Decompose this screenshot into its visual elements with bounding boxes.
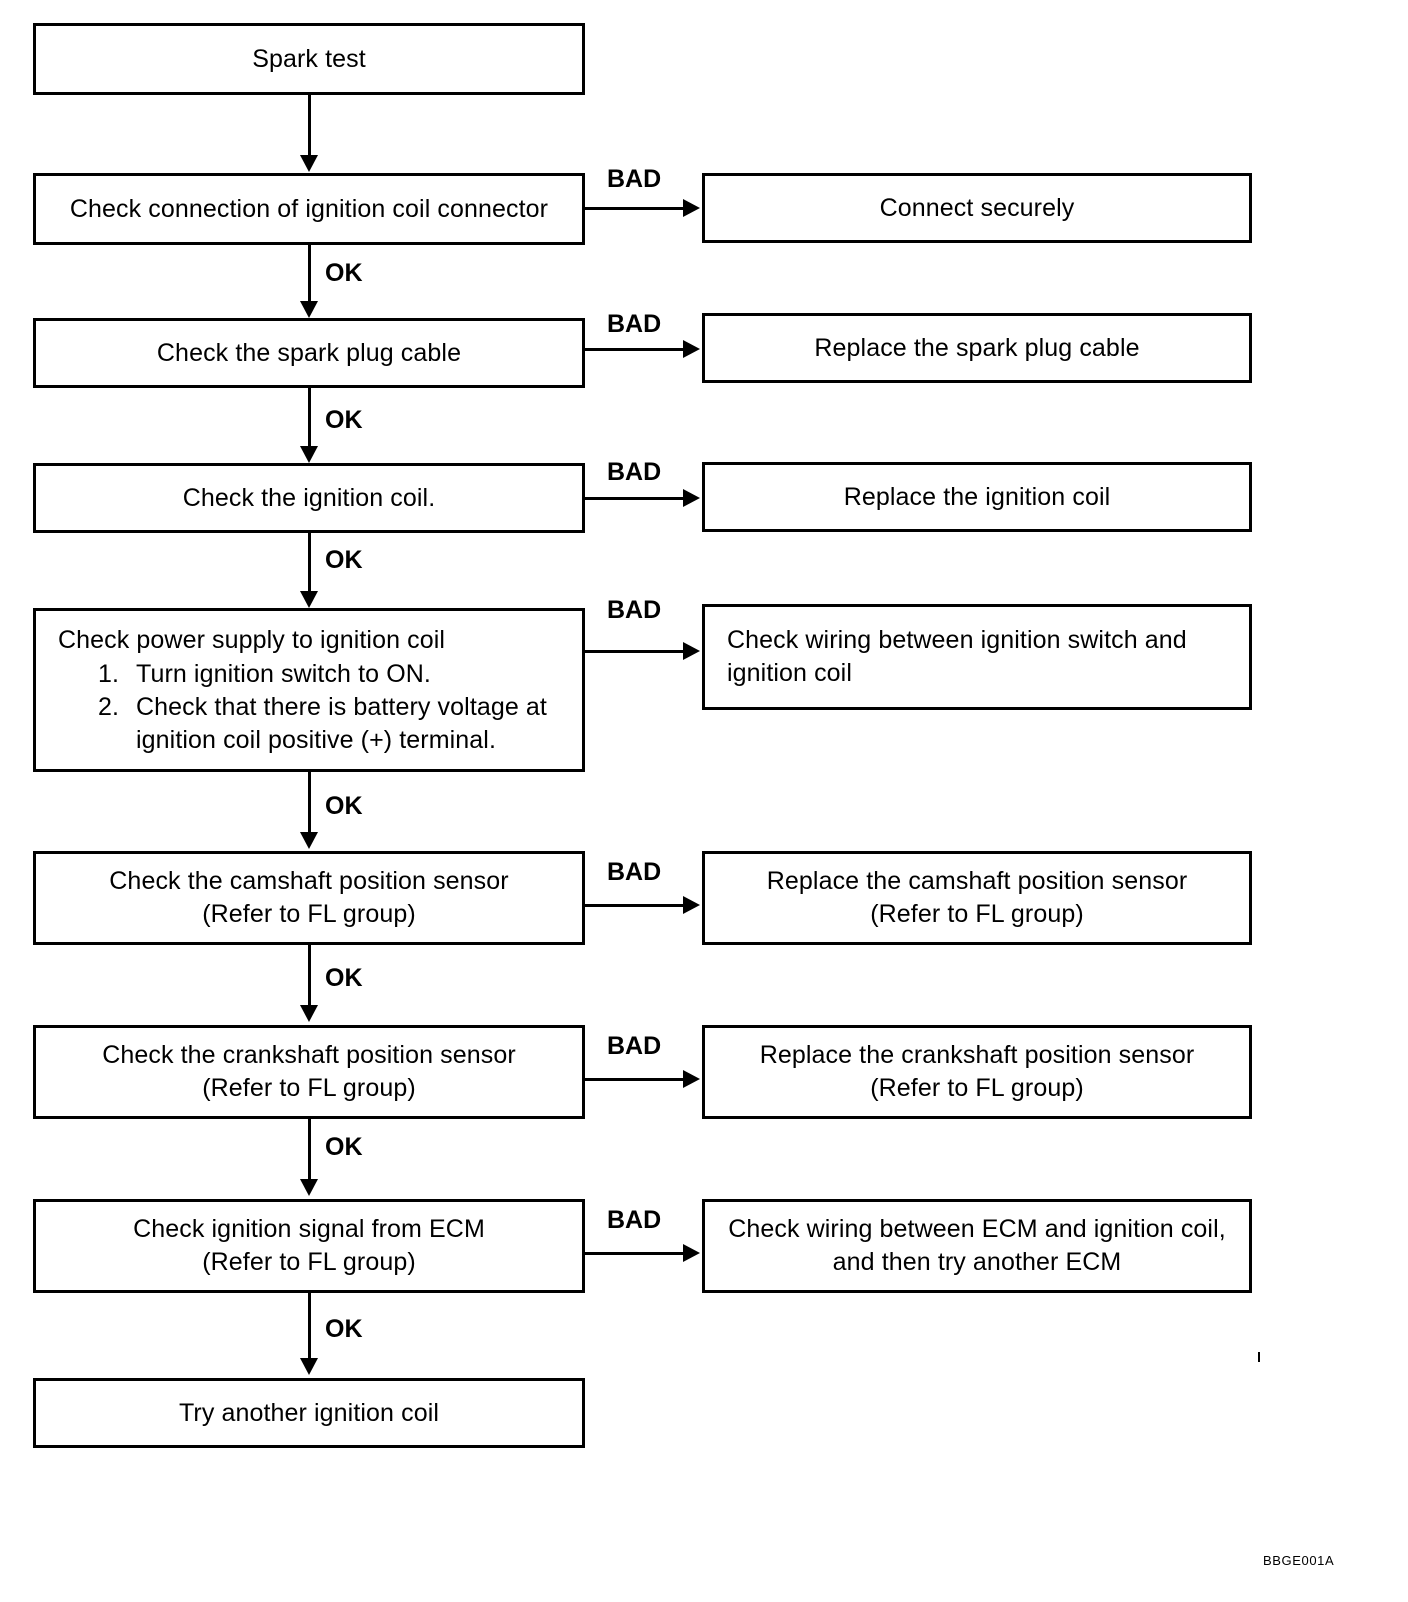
node-try-another-ignition-coil-label: Try another ignition coil (178, 1398, 440, 1427)
node-check-power-supply[interactable]: Check power supply to ignition coil Turn… (33, 608, 585, 772)
edge-label-bad-4: BAD (607, 596, 662, 624)
figure-code: BBGE001A (1263, 1553, 1335, 1568)
node-check-wiring-ignition-switch[interactable]: Check wiring between ignition switch and… (702, 604, 1252, 710)
node-check-ecm-line1: Check ignition signal from ECM (133, 1215, 485, 1243)
node-check-ignition-coil-label: Check the ignition coil. (182, 483, 436, 512)
node-check-wiring-ecm-line1: Check wiring between ECM and ignition co… (728, 1215, 1226, 1243)
edge-label-bad-7: BAD (607, 1206, 662, 1234)
edge-label-bad-2: BAD (607, 310, 662, 338)
connector-coil-to-replace-coil (585, 497, 685, 500)
power-supply-content: Check power supply to ignition coil Turn… (58, 624, 572, 757)
node-check-wiring-switch-text: Check wiring between ignition switch and… (727, 624, 1239, 690)
edge-label-ok-7: OK (325, 1315, 363, 1343)
power-supply-step-1: Turn ignition switch to ON. (98, 658, 431, 691)
node-replace-camshaft-line2: (Refer to FL group) (870, 900, 1084, 928)
node-check-ignition-signal-ecm[interactable]: Check ignition signal from ECM (Refer to… (33, 1199, 585, 1293)
edge-label-ok-6: OK (325, 1133, 363, 1161)
arrowhead-ecm-to-try-another-coil (300, 1358, 318, 1375)
edge-label-ok-3: OK (325, 546, 363, 574)
node-check-camshaft-text: Check the camshaft position sensor (Refe… (46, 865, 572, 931)
node-check-camshaft-line2: (Refer to FL group) (202, 900, 416, 928)
arrowhead-connector-to-connect-securely (683, 199, 700, 217)
node-replace-camshaft-position-sensor[interactable]: Replace the camshaft position sensor (Re… (702, 851, 1252, 945)
node-check-spark-plug-cable[interactable]: Check the spark plug cable (33, 318, 585, 388)
power-supply-heading: Check power supply to ignition coil (58, 625, 446, 654)
edge-label-ok-2: OK (325, 406, 363, 434)
connector-power-supply-to-check-wiring-switch (585, 650, 685, 653)
connector-cable-to-replace-cable (585, 348, 685, 351)
node-replace-ignition-coil-label: Replace the ignition coil (843, 482, 1111, 511)
node-replace-crankshaft-text: Replace the crankshaft position sensor (… (715, 1039, 1239, 1105)
edge-label-ok-5: OK (325, 964, 363, 992)
node-check-camshaft-line1: Check the camshaft position sensor (109, 867, 509, 895)
connector-ecm-to-try-another-coil (308, 1293, 311, 1360)
node-spark-test[interactable]: Spark test (33, 23, 585, 95)
power-supply-step-2: Check that there is battery voltage at i… (98, 691, 547, 754)
node-check-wiring-ecm-text: Check wiring between ECM and ignition co… (715, 1213, 1239, 1279)
connector-spark-test-to-connector (308, 95, 311, 157)
node-replace-crankshaft-line1: Replace the crankshaft position sensor (759, 1041, 1195, 1069)
power-supply-step-list: Turn ignition switch to ON. Check that t… (58, 658, 572, 757)
arrowhead-connector-to-cable (300, 301, 318, 318)
node-replace-ignition-coil[interactable]: Replace the ignition coil (702, 462, 1252, 532)
registration-tick (1258, 1352, 1260, 1362)
node-spark-test-label: Spark test (252, 44, 366, 73)
node-check-ignition-coil-connector[interactable]: Check connection of ignition coil connec… (33, 173, 585, 245)
node-replace-spark-plug-cable[interactable]: Replace the spark plug cable (702, 313, 1252, 383)
edge-label-ok-1: OK (325, 259, 363, 287)
arrowhead-ecm-to-check-wiring-ecm (683, 1244, 700, 1262)
connector-power-supply-to-camshaft (308, 772, 311, 834)
node-connect-securely-label: Connect securely (879, 193, 1075, 222)
node-check-wiring-ecm[interactable]: Check wiring between ECM and ignition co… (702, 1199, 1252, 1293)
arrowhead-power-supply-to-camshaft (300, 832, 318, 849)
node-check-crankshaft-position-sensor[interactable]: Check the crankshaft position sensor (Re… (33, 1025, 585, 1119)
node-check-wiring-switch-line1: Check wiring between ignition switch and (727, 626, 1187, 654)
node-check-ecm-line2: (Refer to FL group) (202, 1248, 416, 1276)
arrowhead-cable-to-coil (300, 446, 318, 463)
node-check-ignition-coil-connector-label: Check connection of ignition coil connec… (69, 194, 549, 223)
connector-crankshaft-to-replace-crankshaft (585, 1078, 685, 1081)
node-check-wiring-ecm-line2: and then try another ECM (832, 1248, 1122, 1276)
node-check-ignition-coil[interactable]: Check the ignition coil. (33, 463, 585, 533)
node-replace-camshaft-line1: Replace the camshaft position sensor (766, 867, 1188, 895)
node-check-crankshaft-line1: Check the crankshaft position sensor (102, 1041, 516, 1069)
arrowhead-power-supply-to-check-wiring-switch (683, 642, 700, 660)
arrowhead-camshaft-to-replace-camshaft (683, 896, 700, 914)
node-replace-crankshaft-line2: (Refer to FL group) (870, 1074, 1084, 1102)
edge-label-bad-3: BAD (607, 458, 662, 486)
node-check-spark-plug-cable-label: Check the spark plug cable (156, 338, 462, 367)
arrowhead-camshaft-to-crankshaft (300, 1005, 318, 1022)
node-connect-securely[interactable]: Connect securely (702, 173, 1252, 243)
node-check-crankshaft-line2: (Refer to FL group) (202, 1074, 416, 1102)
connector-crankshaft-to-ecm (308, 1119, 311, 1181)
edge-label-bad-1: BAD (607, 165, 662, 193)
connector-camshaft-to-crankshaft (308, 945, 311, 1007)
connector-connector-to-connect-securely (585, 207, 685, 210)
connector-connector-to-cable (308, 245, 311, 303)
edge-label-bad-5: BAD (607, 858, 662, 886)
connector-camshaft-to-replace-camshaft (585, 904, 685, 907)
arrowhead-coil-to-power-supply (300, 591, 318, 608)
edge-label-bad-6: BAD (607, 1032, 662, 1060)
arrowhead-crankshaft-to-ecm (300, 1179, 318, 1196)
arrowhead-cable-to-replace-cable (683, 340, 700, 358)
arrowhead-spark-test-to-connector (300, 155, 318, 172)
node-check-camshaft-position-sensor[interactable]: Check the camshaft position sensor (Refe… (33, 851, 585, 945)
connector-ecm-to-check-wiring-ecm (585, 1252, 685, 1255)
node-check-crankshaft-text: Check the crankshaft position sensor (Re… (46, 1039, 572, 1105)
connector-coil-to-power-supply (308, 533, 311, 591)
node-replace-crankshaft-position-sensor[interactable]: Replace the crankshaft position sensor (… (702, 1025, 1252, 1119)
node-check-wiring-switch-line2: ignition coil (727, 659, 852, 687)
node-try-another-ignition-coil[interactable]: Try another ignition coil (33, 1378, 585, 1448)
edge-label-ok-4: OK (325, 792, 363, 820)
node-replace-camshaft-text: Replace the camshaft position sensor (Re… (715, 865, 1239, 931)
arrowhead-coil-to-replace-coil (683, 489, 700, 507)
node-replace-spark-plug-cable-label: Replace the spark plug cable (814, 333, 1140, 362)
node-check-ecm-text: Check ignition signal from ECM (Refer to… (46, 1213, 572, 1279)
connector-cable-to-coil (308, 388, 311, 446)
arrowhead-crankshaft-to-replace-crankshaft (683, 1070, 700, 1088)
